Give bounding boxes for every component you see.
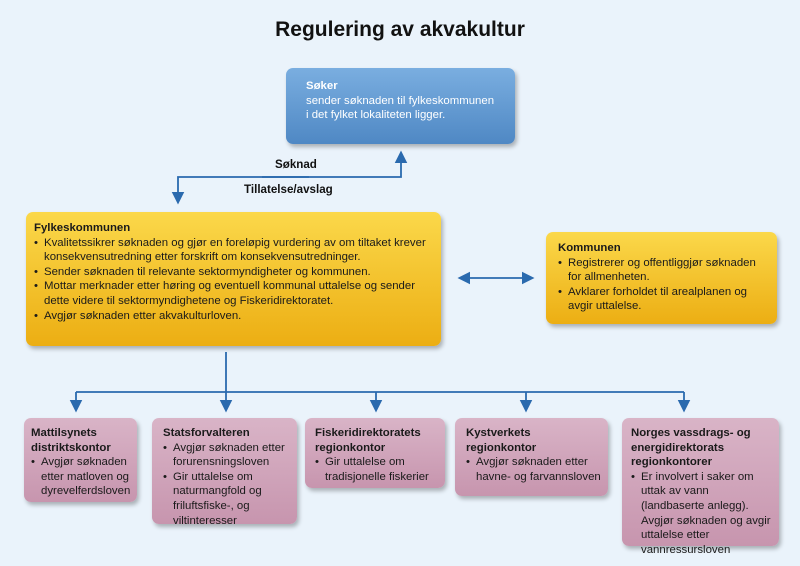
agency-list: Avgjør søknaden etter forurensningsloven…	[163, 441, 291, 529]
list-item: Avgjør søknaden etter matloven og dyreve…	[31, 455, 131, 499]
agency-title: Statsforvalteren	[163, 427, 250, 439]
agency-list: Avgjør søknaden etter matloven og dyreve…	[31, 455, 131, 499]
applicant-text-2: i det fylket lokaliteten ligger.	[306, 109, 446, 122]
agency-box-fisheries: Fiskeridirektoratets regionkontor Gir ut…	[305, 418, 445, 488]
municipality-box: Kommunen Registrerer og offentliggjør sø…	[546, 232, 777, 324]
list-item: Mottar merknader etter høring og eventue…	[34, 279, 433, 308]
agency-list: Avgjør søknaden etter havne- og farvanns…	[466, 455, 602, 484]
agency-title: Fiskeridirektoratets regionkontor	[315, 427, 421, 454]
list-item: Kvalitetssikrer søknaden og gjør en fore…	[34, 236, 433, 265]
municipality-list: Registrerer og offentliggjør søknaden fo…	[558, 256, 769, 314]
agency-title: Kystverkets regionkontor	[466, 427, 537, 454]
list-item: Registrerer og offentliggjør søknaden fo…	[558, 256, 769, 285]
county-box: Fylkeskommunen Kvalitetssikrer søknaden …	[26, 212, 441, 346]
applicant-box: Søker sender søknaden til fylkeskommunen…	[286, 68, 515, 144]
municipality-title: Kommunen	[558, 242, 621, 254]
agency-title: Mattilsynets distriktskontor	[31, 427, 111, 454]
decision-arrow	[171, 176, 309, 205]
agency-list: Gir uttalelse om tradisjonelle fiskerier	[315, 455, 439, 484]
county-list: Kvalitetssikrer søknaden og gjør en fore…	[34, 236, 433, 324]
agency-box-state-administrator: Statsforvalteren Avgjør søknaden etter f…	[152, 418, 297, 527]
list-item: Er involvert i saker om uttak av vann (l…	[631, 470, 773, 558]
list-item: Sender søknaden til relevante sektormynd…	[34, 265, 433, 280]
list-item: Gir uttalelse om tradisjonelle fiskerier	[315, 455, 439, 484]
applicant-title: Søker	[306, 80, 338, 92]
county-title: Fylkeskommunen	[34, 222, 131, 234]
list-item: Avgjør søknaden etter havne- og farvanns…	[466, 455, 602, 484]
agency-box-water-energy: Norges vassdrags- og energidirektorats r…	[622, 418, 779, 556]
agency-box-coastal: Kystverkets regionkontor Avgjør søknaden…	[455, 418, 608, 496]
agency-list: Er involvert i saker om uttak av vann (l…	[631, 470, 773, 558]
list-item: Gir uttalelse om naturmangfold og friluf…	[163, 470, 291, 528]
agency-title: Norges vassdrags- og energidirektorats r…	[631, 427, 751, 469]
list-item: Avgjør søknaden etter akvakulturloven.	[34, 309, 433, 324]
applicant-text-1: sender søknaden til fylkeskommunen	[306, 94, 495, 107]
list-item: Avklarer forholdet til arealplanen og av…	[558, 285, 769, 314]
application-label: Søknad	[275, 158, 317, 171]
diagram-title: Regulering av akvakultur	[275, 18, 525, 41]
list-item: Avgjør søknaden etter forurensningsloven	[163, 441, 291, 470]
decision-label: Tillatelse/avslag	[244, 183, 333, 196]
agency-box-food-safety: Mattilsynets distriktskontor Avgjør søkn…	[24, 418, 137, 502]
